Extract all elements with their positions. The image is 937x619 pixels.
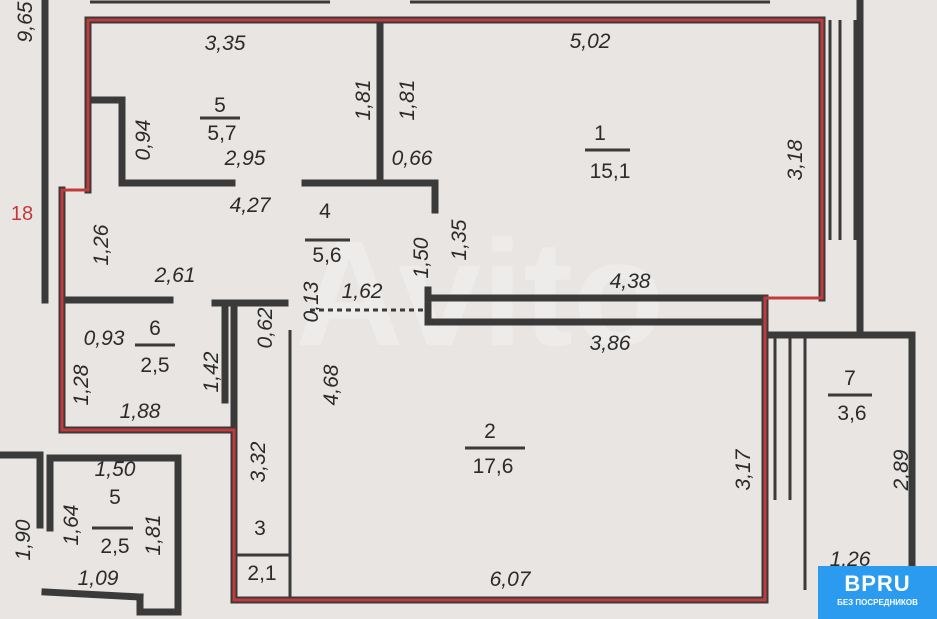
svg-text:4,38: 4,38 [610,270,651,293]
svg-text:0,93: 0,93 [84,327,125,350]
svg-text:15,1: 15,1 [590,160,631,183]
svg-text:3,32: 3,32 [247,441,270,482]
total-length-label: 9,65 [14,1,37,42]
svg-text:0,66: 0,66 [392,147,433,170]
svg-text:2,5: 2,5 [140,354,169,377]
svg-text:1,50: 1,50 [410,237,433,278]
room-5-storage: 3,35 5 5,7 0,94 2,95 1,81 [132,32,375,170]
room-2-kitchen-living: 3,86 4,68 2 17,6 3,17 6,07 3,32 [247,332,755,591]
svg-text:1,42: 1,42 [200,351,223,392]
svg-text:2,1: 2,1 [247,562,276,585]
svg-text:5: 5 [214,94,226,117]
svg-text:2,89: 2,89 [890,449,913,491]
svg-text:2,5: 2,5 [100,535,129,558]
svg-text:1,90: 1,90 [12,519,35,560]
svg-text:3,18: 3,18 [784,139,807,180]
svg-text:1,28: 1,28 [70,364,93,405]
svg-text:0,94: 0,94 [132,120,155,161]
svg-text:1,26: 1,26 [830,548,871,571]
svg-text:1,35: 1,35 [448,219,471,260]
stair-number-label: 18 [11,203,33,225]
logo-tagline: БЕЗ ПОСРЕДНИКОВ [837,598,918,607]
svg-text:1: 1 [594,122,606,145]
svg-text:1,88: 1,88 [120,400,161,423]
svg-text:3: 3 [254,517,266,540]
bpru-logo: BPRU БЕЗ ПОСРЕДНИКОВ [818,566,937,619]
svg-text:1,09: 1,09 [78,567,119,590]
svg-text:1,81: 1,81 [142,515,165,556]
room-3-wardrobe: 3 2,1 [247,517,276,585]
apartment-outline [60,18,824,602]
svg-text:5,6: 5,6 [312,244,341,267]
room-1-living: 5,02 1,81 1 15,1 0,66 3,18 1,35 4,38 [392,30,807,293]
room-6-bathroom: 1,26 2,61 0,93 6 2,5 1,42 0,62 1,28 1,88 [70,224,277,423]
svg-text:5,7: 5,7 [207,122,236,145]
svg-text:0,13: 0,13 [300,281,323,322]
svg-text:6,07: 6,07 [490,568,532,591]
svg-text:5: 5 [109,486,121,509]
room-7-balcony: 7 3,6 2,89 1,26 [828,367,913,571]
svg-text:2: 2 [484,420,496,443]
svg-text:0,62: 0,62 [254,307,277,348]
svg-text:2,95: 2,95 [224,147,266,170]
logo-brand: BPRU [844,571,911,596]
svg-text:4: 4 [319,200,331,223]
svg-text:3,86: 3,86 [590,332,631,355]
svg-text:5,02: 5,02 [570,30,611,53]
svg-text:4,68: 4,68 [320,364,343,405]
svg-text:1,50: 1,50 [95,458,136,481]
svg-text:2,61: 2,61 [154,264,196,287]
svg-text:17,6: 17,6 [473,455,514,478]
room-4-hall: 4,27 4 5,6 1,50 1,62 0,13 [230,194,433,322]
svg-text:1,64: 1,64 [60,505,83,546]
room-5-bath-lower: 1,50 5 2,5 1,64 1,81 1,90 1,09 [12,458,165,590]
svg-text:7: 7 [844,367,856,390]
svg-text:3,35: 3,35 [205,32,246,55]
svg-text:1,62: 1,62 [342,280,383,303]
svg-text:4,27: 4,27 [230,194,272,217]
svg-text:1,81: 1,81 [396,80,419,121]
svg-text:3,6: 3,6 [837,402,866,425]
svg-text:3,17: 3,17 [732,448,755,490]
svg-text:6: 6 [149,317,161,340]
watermark: Avito [295,209,664,377]
svg-text:1,26: 1,26 [90,224,113,265]
walls [0,0,916,616]
svg-text:1,81: 1,81 [352,80,375,121]
